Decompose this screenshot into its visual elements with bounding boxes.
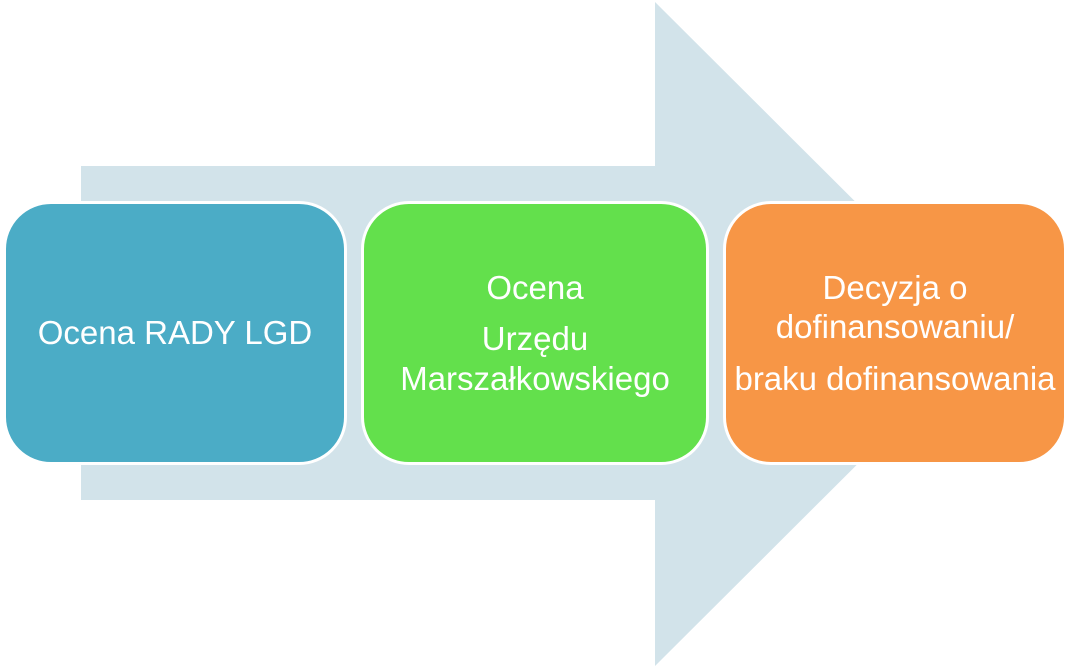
step-2-text-line-1: Ocena bbox=[486, 268, 584, 306]
step-2-text-line-2: Urzędu Marszałkowskiego bbox=[400, 320, 670, 397]
step-decyzja-o-dofinansowaniu: Decyzja o dofinansowaniu/ braku dofinans… bbox=[723, 201, 1067, 465]
step-1-text: Ocena RADY LGD bbox=[37, 314, 313, 352]
step-3-text-line-1: Decyzja o dofinansowaniu/ bbox=[775, 268, 1015, 346]
step-3-text-line-2: braku dofinansowania bbox=[734, 359, 1056, 397]
step-ocena-urzedu-marszalkowskiego: Ocena Urzędu Marszałkowskiego bbox=[361, 201, 709, 465]
step-ocena-rady-lgd: Ocena RADY LGD bbox=[3, 201, 347, 465]
